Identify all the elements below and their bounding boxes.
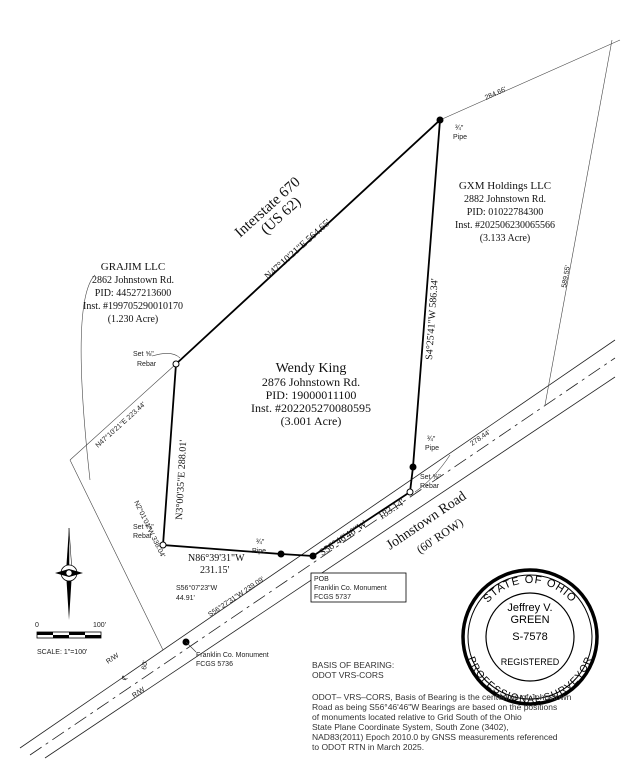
seal-registered: REGISTERED: [501, 657, 560, 667]
seal-number: S-7578: [512, 631, 547, 643]
subject-parcel-label: Wendy King 2876 Johnstown Rd. PID: 19000…: [251, 361, 371, 428]
row-labels: R/W ℄ R/W 60': [105, 652, 149, 700]
centerline-label: ℄: [120, 674, 129, 683]
rebar-marker-se: [406, 488, 414, 496]
pob-line1: Franklin Co. Monument: [314, 585, 387, 592]
gxm-north-distance: 284.66': [484, 86, 508, 102]
row-label-2: R/W: [131, 686, 147, 700]
pipe-label-n: ¾": [455, 125, 464, 132]
pipe-marker-north: [436, 116, 444, 124]
grajim-acreage: (1.230 Acre): [108, 314, 159, 325]
south-west-bearing: N86°39'31"W: [188, 553, 245, 564]
rebar-set-sw: Set ⅝": [133, 524, 154, 531]
basis-of-bearing-notes: BASIS OF BEARING: ODOT VRS-CORS ODOT– VR…: [312, 660, 572, 752]
subject-address: 2876 Johnstown Rd.: [262, 375, 360, 389]
grajim-inst: Inst. #199705290010170: [83, 301, 183, 312]
surveyor-seal: STATE OF OHIO PROFESSIONAL SURVEYOR Jeff…: [461, 568, 599, 706]
rebar-marker-nw: [172, 360, 180, 368]
gxm-parcel-label: GXM Holdings LLC 2882 Johnstown Rd. PID:…: [455, 180, 555, 244]
adjoiner-lines: [69, 39, 621, 651]
pipe-marker-east: [409, 463, 417, 471]
johnstown-road-lines: [19, 339, 616, 759]
subject-inst: Inst. #202205270080595: [251, 401, 371, 415]
gxm-address: 2882 Johnstown Rd.: [464, 194, 546, 205]
pob-box: POB Franklin Co. Monument FCGS 5737: [310, 572, 407, 603]
monument-markers: [159, 116, 444, 646]
subject-owner: Wendy King: [276, 361, 347, 376]
note-line: of monuments located relative to Grid So…: [312, 712, 522, 722]
basis-title-1: BASIS OF BEARING:: [312, 660, 394, 670]
scale-bar: 0 100' SCALE: 1"=100': [35, 622, 106, 656]
rebar-set-nw: Set ⅝": [133, 351, 154, 358]
rebar-word-se: Rebar: [420, 483, 440, 490]
note-line: to ODOT RTN in March 2025.: [312, 742, 424, 752]
monument-labels: ¾" Pipe ¾" Pipe ¾" Pipe Set ⅝" Rebar Set…: [133, 125, 467, 555]
pipe-word-n: Pipe: [453, 134, 467, 141]
scale-zero: 0: [35, 622, 39, 629]
gxm-east-distance: 589.55': [561, 265, 572, 289]
grajim-line-bearing: N47°10'21"E 223.44': [94, 400, 147, 449]
note-line: ODOT– VRS–CORS, Basis of Bearing is the …: [312, 692, 572, 702]
pob-marker: [309, 552, 317, 560]
subject-pid: PID: 19000011100: [266, 388, 357, 402]
fc-monument-id: FCGS 5736: [196, 661, 233, 668]
road-tie-bearing: S56°07'23"W: [176, 584, 218, 592]
rebar-word-nw: Rebar: [137, 361, 157, 368]
grajim-owner: GRAJIM LLC: [101, 261, 165, 273]
note-line: Road as being S56°46'46"W Bearings are b…: [312, 702, 557, 712]
row-label-1: R/W: [105, 652, 121, 666]
road-bearing: S56°27'31"W 239.09': [207, 575, 266, 619]
note-line: NAD83(2011) Epoch 2010.0 by GNSS measure…: [312, 732, 558, 742]
pob-title: POB: [314, 576, 329, 583]
seal-name1: Jeffrey V.: [507, 602, 552, 614]
basis-title-2: ODOT VRS-CORS: [312, 670, 384, 680]
grajim-address: 2862 Johnstown Rd.: [92, 275, 174, 286]
gxm-inst: Inst. #202506230065566: [455, 220, 555, 231]
note-line: State Plane Coordinate System, South Zon…: [312, 722, 509, 732]
seal-name2: GREEN: [510, 614, 549, 626]
gxm-owner: GXM Holdings LLC: [459, 180, 551, 192]
subject-acreage: (3.001 Acre): [281, 414, 342, 428]
rebar-marker-sw: [159, 541, 167, 549]
west-line-bearing: N3°00'35"E 288.01': [174, 439, 189, 520]
row-width-label: 60': [141, 660, 149, 670]
south-west-distance: 231.15': [200, 565, 230, 576]
gxm-pid: PID: 01022784300: [467, 207, 543, 218]
north-arrow: [55, 527, 83, 620]
road-tie-distance: 44.91': [176, 595, 195, 602]
scale-hundred: 100': [93, 622, 106, 629]
grajim-parcel-label: GRAJIM LLC 2862 Johnstown Rd. PID: 44527…: [83, 261, 183, 325]
subject-boundary: [162, 117, 442, 557]
rebar-set-se: Set ⅝": [420, 474, 441, 481]
scale-label: SCALE: 1"=100': [37, 649, 87, 656]
pipe-label-e: ¾": [427, 436, 436, 443]
pipe-word-e: Pipe: [425, 445, 439, 452]
fc-monument-leader: [185, 641, 197, 653]
pipe-marker-south: [277, 550, 285, 558]
grajim-pid: PID: 44527213600: [95, 288, 171, 299]
gxm-acreage: (3.133 Acre): [480, 233, 531, 244]
rebar-word-sw: Rebar: [133, 533, 153, 540]
pipe-word-s: Pipe: [252, 548, 266, 555]
pipe-label-s: ¾": [256, 539, 265, 546]
pob-line2: FCGS 5737: [314, 594, 351, 601]
fc-monument-label: Franklin Co. Monument: [196, 652, 269, 659]
